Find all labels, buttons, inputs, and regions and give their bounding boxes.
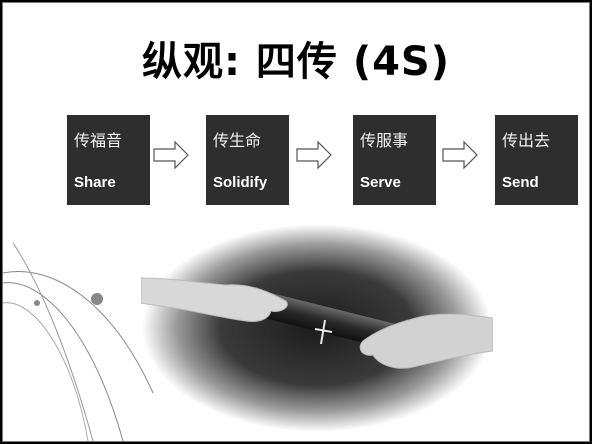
decorative-dot: [91, 293, 103, 305]
decorative-dot: [34, 300, 40, 306]
right-arrow-icon: [296, 140, 332, 170]
right-arrow-icon: [153, 140, 189, 170]
left-hand: [141, 277, 288, 322]
step-label-en: Share: [74, 174, 116, 191]
cross-icon: [314, 319, 333, 345]
step-label-zh: 传生命: [213, 131, 262, 150]
step-label-en: Serve: [360, 174, 401, 191]
right-arrow-icon: [442, 140, 478, 170]
baton-handoff-photo: [141, 224, 493, 432]
slide-title: 纵观: 四传 (4S): [141, 39, 451, 85]
right-hand: [359, 313, 493, 369]
step-label-zh: 传出去: [502, 131, 551, 150]
step-box-solidify: 传生命 Solidify: [206, 115, 289, 205]
decorative-curves: [3, 243, 154, 441]
step-box-share: 传福音 Share: [67, 115, 150, 205]
step-label-en: Send: [502, 174, 539, 191]
step-label-zh: 传福音: [74, 131, 123, 150]
step-box-serve: 传服事 Serve: [353, 115, 436, 205]
step-box-send: 传出去 Send: [495, 115, 578, 205]
step-label-en: Solidify: [213, 174, 268, 191]
step-label-zh: 传服事: [360, 131, 409, 150]
